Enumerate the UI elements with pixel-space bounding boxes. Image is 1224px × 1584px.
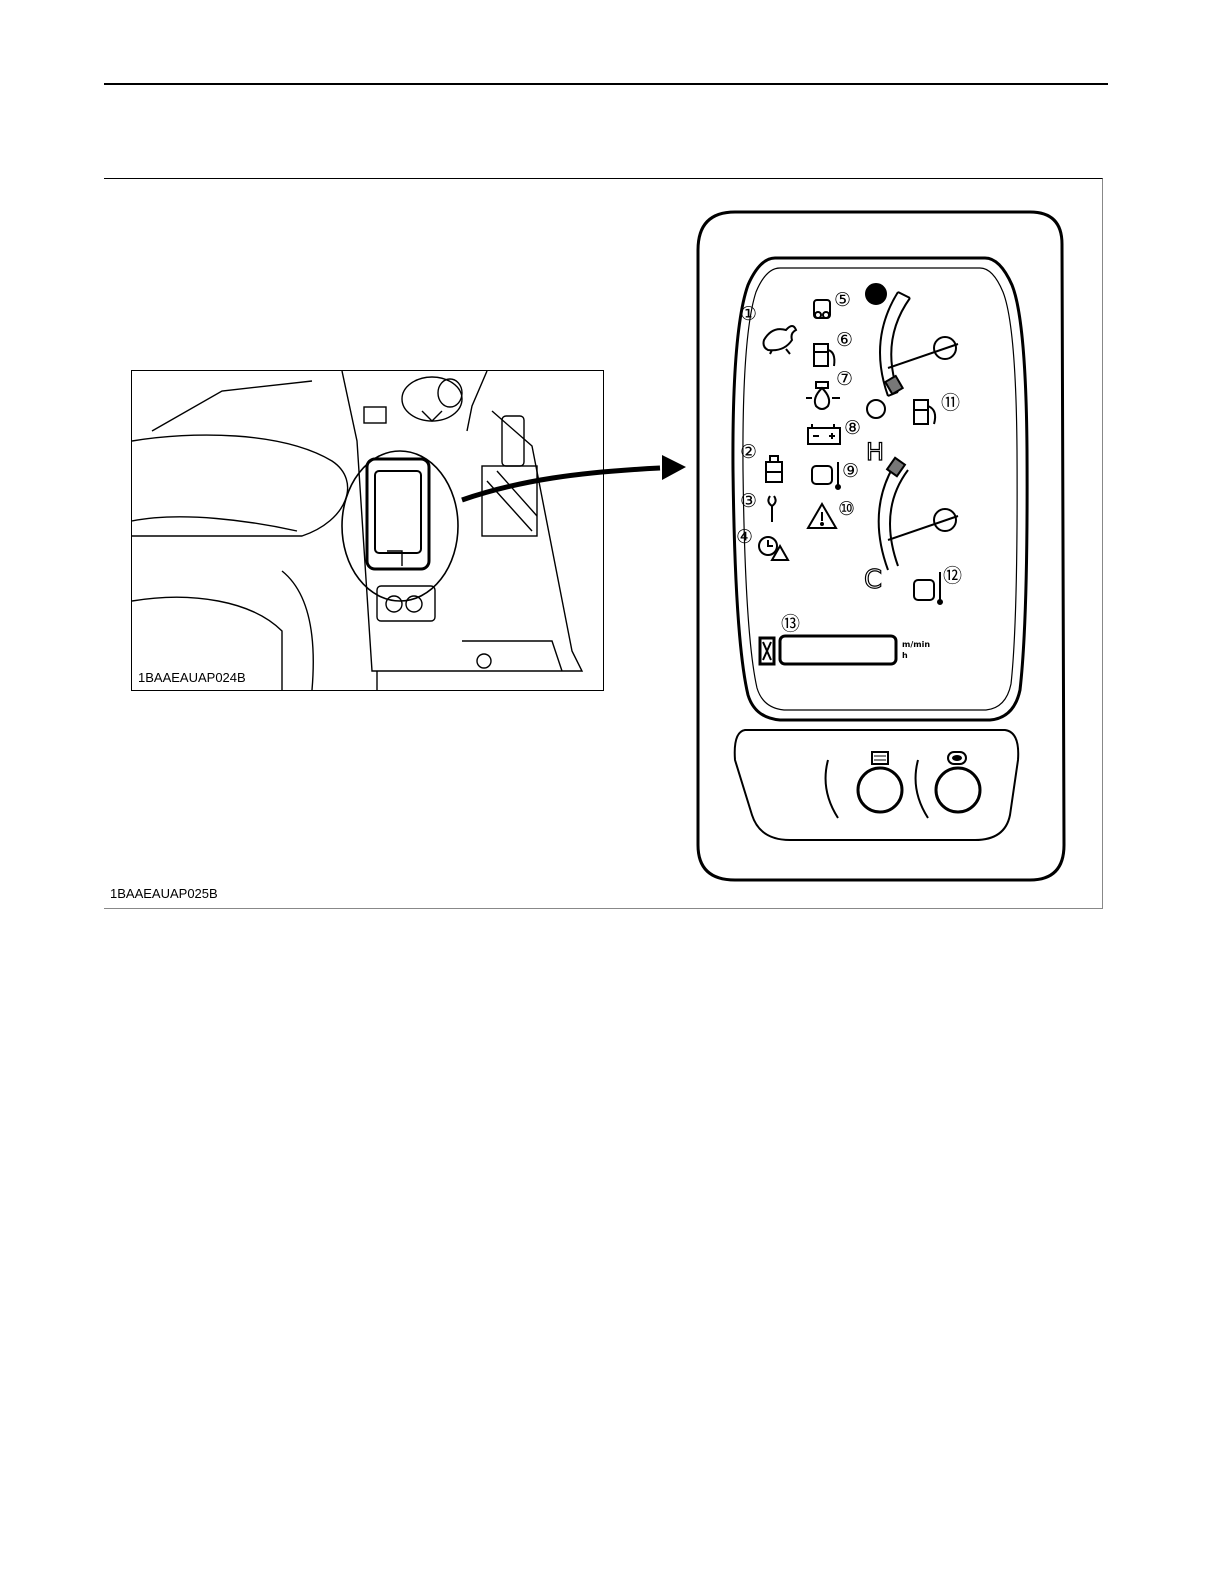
callout-number: ⑤ (834, 289, 851, 311)
rabbit-icon (764, 326, 797, 354)
fuel-low-icon (814, 344, 834, 366)
callout-number: ⑥ (836, 329, 853, 351)
fuel-gauge-icon (914, 400, 935, 424)
callout-number: ② (740, 441, 757, 463)
oil-pressure-icon (806, 382, 840, 409)
warning-triangle-icon (808, 504, 836, 528)
lamp-switch-button (936, 768, 980, 812)
coolant-temp-icon (812, 462, 840, 489)
wrench-icon (768, 496, 775, 522)
fuel-filter-icon (766, 456, 782, 482)
hourglass-icon (760, 638, 774, 664)
callout-number: ⑬ (781, 613, 800, 635)
callout-number: ⑪ (941, 392, 960, 414)
engine-preheat-icon (814, 300, 830, 318)
callout-number: ⑨ (842, 460, 859, 482)
display-select-button (858, 768, 902, 812)
button-pod (735, 730, 1019, 840)
pointer-arrow (462, 468, 660, 500)
callout-number: ⑦ (836, 368, 853, 390)
coolant-gauge-icon (914, 572, 942, 604)
callout-number: ① (740, 303, 757, 325)
speed-unit-label: m/min (902, 640, 930, 649)
callout-number: ③ (740, 490, 757, 512)
arrow-head (662, 455, 686, 480)
figure-code: 1BAAEAUAP025B (110, 887, 218, 901)
callout-number: ⑫ (943, 565, 962, 587)
callout-number: ④ (736, 526, 753, 548)
callout-number: ⑧ (844, 417, 861, 439)
temp-cold-label: C (864, 565, 882, 595)
clock-warning-icon (759, 537, 788, 560)
callout-number: ⑩ (838, 498, 855, 520)
temp-hot-label: H (866, 438, 884, 466)
display-select-icon (872, 752, 888, 764)
display-window (733, 258, 1027, 720)
battery-icon (808, 424, 840, 444)
hour-meter (760, 636, 896, 664)
hour-unit-label: h (902, 651, 908, 660)
